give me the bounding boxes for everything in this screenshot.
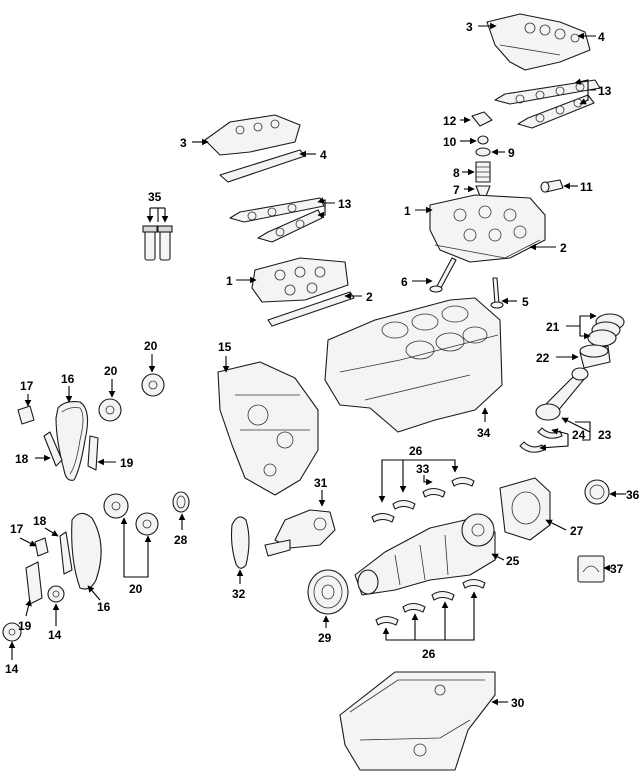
callout-30: 30 — [511, 696, 525, 710]
rear-seal-retainer — [499, 477, 551, 541]
front-seal — [172, 491, 190, 513]
callout-20-upper-left: 20 — [104, 364, 118, 378]
callout-13-top: 13 — [598, 84, 612, 98]
callout-22: 22 — [536, 351, 550, 365]
callout-labels: 3 4 13 12 10 9 8 7 11 1 2 6 5 3 4 35 13 … — [5, 20, 640, 710]
timing-chain-upper — [17, 401, 99, 481]
cylinder-head-left — [251, 257, 355, 327]
callout-15: 15 — [218, 340, 232, 354]
callout-31: 31 — [314, 476, 328, 490]
callout-14-right: 14 — [48, 628, 62, 642]
callout-26-lower: 26 — [422, 647, 436, 661]
callout-33: 33 — [416, 462, 430, 476]
cam-sprockets-lower — [103, 493, 159, 536]
cylinder-head-right — [429, 194, 546, 263]
oil-pan — [339, 671, 496, 771]
callout-16-upper: 16 — [61, 372, 75, 386]
valve-train-small-parts — [471, 111, 493, 197]
callout-28: 28 — [174, 533, 188, 547]
callout-3-left: 3 — [180, 136, 187, 150]
leader-lines — [8, 22, 626, 706]
callout-19-lower: 19 — [18, 619, 32, 633]
callout-1-right-head: 1 — [404, 204, 411, 218]
ignition-coils — [142, 225, 173, 261]
callout-26-upper: 26 — [409, 444, 423, 458]
oil-pump — [264, 509, 336, 557]
callout-4-top: 4 — [598, 30, 605, 44]
callout-12: 12 — [443, 114, 457, 128]
callout-19-upper: 19 — [120, 456, 134, 470]
crankshaft-pulley — [307, 569, 349, 615]
callout-5: 5 — [522, 295, 529, 309]
callout-35: 35 — [148, 190, 162, 204]
crankshaft — [354, 513, 496, 596]
callout-3-top: 3 — [466, 20, 473, 34]
callout-2-right-head: 2 — [560, 241, 567, 255]
callout-29: 29 — [318, 631, 332, 645]
callout-27: 27 — [570, 524, 584, 538]
callout-18-upper: 18 — [15, 452, 29, 466]
hydraulic-lifter — [540, 179, 564, 193]
callout-17-upper: 17 — [20, 379, 34, 393]
callout-14-left: 14 — [5, 662, 19, 676]
callout-18-lower: 18 — [33, 514, 47, 528]
timing-chain-lower — [2, 512, 102, 642]
callout-21: 21 — [546, 320, 560, 334]
valves — [429, 257, 504, 309]
callout-20-lower: 20 — [129, 582, 143, 596]
callout-24: 24 — [572, 428, 586, 442]
valve-cover-left — [204, 114, 306, 183]
callout-17-lower: 17 — [10, 522, 24, 536]
callout-23: 23 — [598, 428, 612, 442]
callout-9: 9 — [508, 146, 515, 160]
camshafts-right — [494, 79, 601, 129]
callout-4-left: 4 — [320, 148, 327, 162]
callout-10: 10 — [443, 135, 457, 149]
piston-rings-and-piston — [579, 313, 625, 369]
callout-37: 37 — [610, 562, 624, 576]
timing-cover — [217, 361, 319, 496]
callout-25: 25 — [506, 554, 520, 568]
rear-main-seal — [584, 479, 610, 505]
callout-8: 8 — [453, 166, 460, 180]
cam-sprockets-upper — [98, 373, 165, 422]
callout-32: 32 — [232, 587, 246, 601]
bearing-kit — [577, 555, 605, 583]
callout-16-lower: 16 — [97, 600, 111, 614]
callout-6: 6 — [401, 275, 408, 289]
valve-cover-right — [486, 13, 591, 71]
callout-13-left: 13 — [338, 197, 352, 211]
oil-pump-chain — [230, 516, 250, 569]
callout-36: 36 — [626, 488, 640, 502]
callout-20-upper-right: 20 — [144, 339, 158, 353]
main-bearings-upper — [371, 476, 475, 523]
callout-2-left-head: 2 — [366, 290, 373, 304]
callout-1-left-head: 1 — [226, 274, 233, 288]
engine-block — [324, 297, 503, 433]
camshafts-left — [229, 197, 325, 243]
callout-11: 11 — [580, 180, 593, 194]
callout-34: 34 — [477, 426, 491, 440]
main-bearings-lower — [375, 578, 486, 626]
callout-7: 7 — [453, 183, 460, 197]
